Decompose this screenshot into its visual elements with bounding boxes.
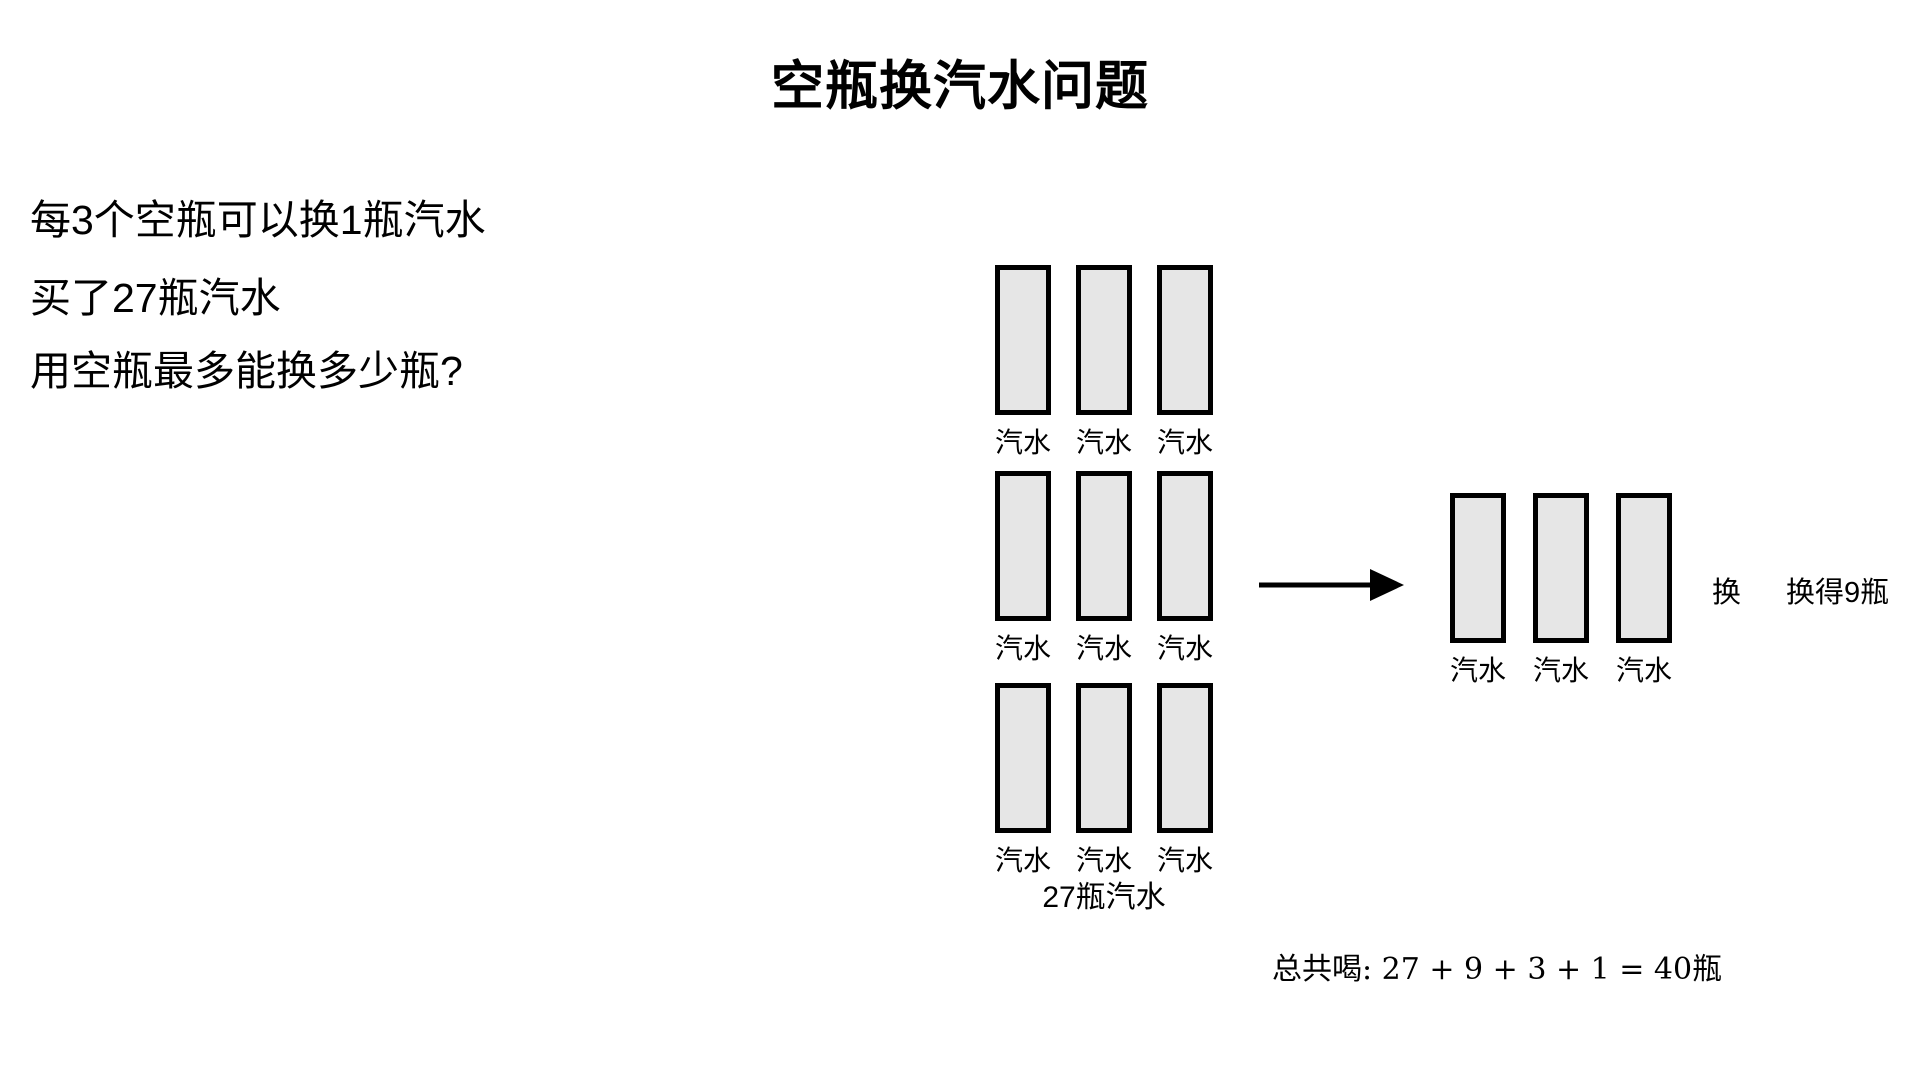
soda-bottle — [995, 471, 1051, 621]
bottle-label: 汽水 — [1075, 845, 1132, 876]
soda-bottle — [1157, 683, 1213, 833]
soda-bottle — [1076, 683, 1132, 833]
bottle-label: 汽水 — [1075, 633, 1132, 664]
soda-bottle — [995, 265, 1051, 415]
soda-bottle-unit: 汽水 — [993, 265, 1053, 461]
soda-bottle-unit: 汽水 — [1155, 265, 1215, 461]
soda-bottle — [1157, 265, 1213, 415]
soda-bottle — [995, 683, 1051, 833]
soda-bottle-unit: 汽水 — [1074, 683, 1134, 879]
soda-bottle-unit: 汽水 — [1155, 683, 1215, 879]
exchange-label: 换 — [1712, 577, 1742, 609]
soda-bottle-unit: 汽水 — [993, 683, 1053, 879]
page-title: 空瓶换汽水问题 — [771, 57, 1149, 116]
soda-bottle-unit: 汽水 — [1531, 493, 1591, 689]
soda-bottle — [1533, 493, 1589, 643]
problem-line-1: 每3个空瓶可以换1瓶汽水 — [30, 197, 486, 243]
bottle-label: 汽水 — [994, 633, 1051, 664]
exchange-arrow-icon — [1259, 569, 1404, 601]
bottle-grid-row-1: 汽水 汽水 汽水 — [993, 265, 1215, 461]
bottle-label: 汽水 — [1449, 655, 1506, 686]
soda-bottle-unit: 汽水 — [1074, 265, 1134, 461]
bottle-label: 汽水 — [1156, 633, 1213, 664]
bottle-label: 汽水 — [1532, 655, 1589, 686]
bottle-label: 汽水 — [1156, 845, 1213, 876]
bottle-label: 汽水 — [994, 427, 1051, 458]
problem-line-3: 用空瓶最多能换多少瓶? — [30, 348, 463, 394]
soda-bottle — [1616, 493, 1672, 643]
soda-bottle — [1076, 471, 1132, 621]
bottle-label: 汽水 — [1156, 427, 1213, 458]
exchange-result-label: 换得9瓶 — [1786, 577, 1890, 609]
soda-bottle-unit: 汽水 — [1155, 471, 1215, 667]
purchased-caption: 27瓶汽水 — [1042, 881, 1166, 914]
soda-bottle — [1450, 493, 1506, 643]
problem-line-2: 买了27瓶汽水 — [30, 275, 281, 321]
bottle-grid-row-3: 汽水 汽水 汽水 — [993, 683, 1215, 879]
bottle-label: 汽水 — [1075, 427, 1132, 458]
total-formula: 总共喝: 27 + 9 + 3 + 1 = 40瓶 — [1272, 952, 1723, 987]
soda-bottle-unit: 汽水 — [1448, 493, 1508, 689]
bottle-label: 汽水 — [994, 845, 1051, 876]
soda-bottle-unit: 汽水 — [1614, 493, 1674, 689]
result-bottle-row: 汽水 汽水 汽水 — [1448, 493, 1674, 689]
soda-bottle — [1076, 265, 1132, 415]
bottle-grid-row-2: 汽水 汽水 汽水 — [993, 471, 1215, 667]
bottle-label: 汽水 — [1615, 655, 1672, 686]
soda-bottle — [1157, 471, 1213, 621]
soda-bottle-unit: 汽水 — [993, 471, 1053, 667]
soda-bottle-unit: 汽水 — [1074, 471, 1134, 667]
